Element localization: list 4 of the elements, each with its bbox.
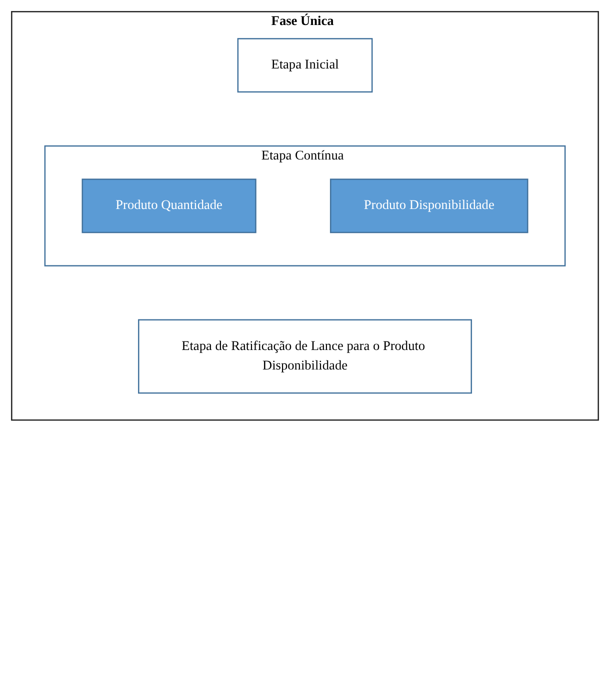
node-box: Produto Disponibilidade [330, 178, 528, 234]
node-box: Etapa de Ratificação de Lance para o Produto Disponibilidade [138, 319, 472, 394]
node-box: Etapa Inicial [237, 38, 373, 93]
node-box: Produto Quantidade [82, 178, 256, 234]
